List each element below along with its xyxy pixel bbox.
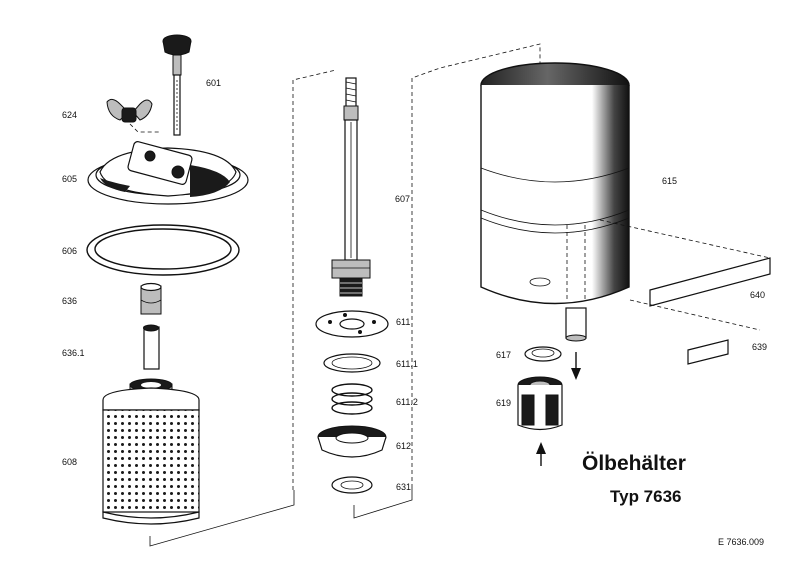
part-631-ring xyxy=(331,476,373,494)
label-639: 639 xyxy=(752,342,767,352)
part-612-cup xyxy=(317,425,387,458)
part-6111-flat-washer xyxy=(323,353,381,373)
part-606-gasket-ring xyxy=(86,224,240,276)
label-607: 607 xyxy=(395,194,410,204)
label-605: 605 xyxy=(62,174,77,184)
part-611-star-washer xyxy=(315,310,389,338)
label-631: 631 xyxy=(396,482,411,492)
part-601-knob-rod xyxy=(162,34,192,136)
arrow-down-icon xyxy=(571,352,581,380)
label-608: 608 xyxy=(62,457,77,467)
label-611: 611 xyxy=(396,317,410,327)
part-624-wing-nut xyxy=(106,98,160,133)
part-608-filter-cartridge xyxy=(102,378,200,525)
part-640-strip xyxy=(599,219,771,307)
part-6112-spring xyxy=(331,383,373,415)
part-617-ring xyxy=(524,346,562,362)
label-606: 606 xyxy=(62,246,77,256)
label-624: 624 xyxy=(62,110,77,120)
label-6112: 611.2 xyxy=(396,397,418,407)
label-619: 619 xyxy=(496,398,511,408)
drawing-number: E 7636.009 xyxy=(718,537,764,547)
part-639-strip xyxy=(629,299,761,365)
left-group-bracket xyxy=(149,490,295,547)
label-617: 617 xyxy=(496,350,511,360)
part-619-nut xyxy=(517,376,563,431)
label-636: 636 xyxy=(62,296,77,306)
label-612: 612 xyxy=(396,441,411,451)
part-605-lid xyxy=(87,141,249,205)
label-640: 640 xyxy=(750,290,765,300)
label-601: 601 xyxy=(206,78,221,88)
diagram-subtitle: Typ 7636 xyxy=(610,487,682,506)
part-636-sleeve xyxy=(140,282,162,315)
label-6361: 636.1 xyxy=(62,348,85,358)
part-607-valve-stem xyxy=(331,77,371,297)
middle-group-bracket xyxy=(292,69,413,519)
part-615-tank xyxy=(480,62,630,342)
label-615: 615 xyxy=(662,176,677,186)
arrow-up-icon xyxy=(536,442,546,466)
diagram-title: Ölbehälter xyxy=(582,452,686,475)
part-6361-tube xyxy=(143,324,160,370)
label-6111: 611.1 xyxy=(396,359,418,369)
right-group-bracket xyxy=(411,43,541,488)
